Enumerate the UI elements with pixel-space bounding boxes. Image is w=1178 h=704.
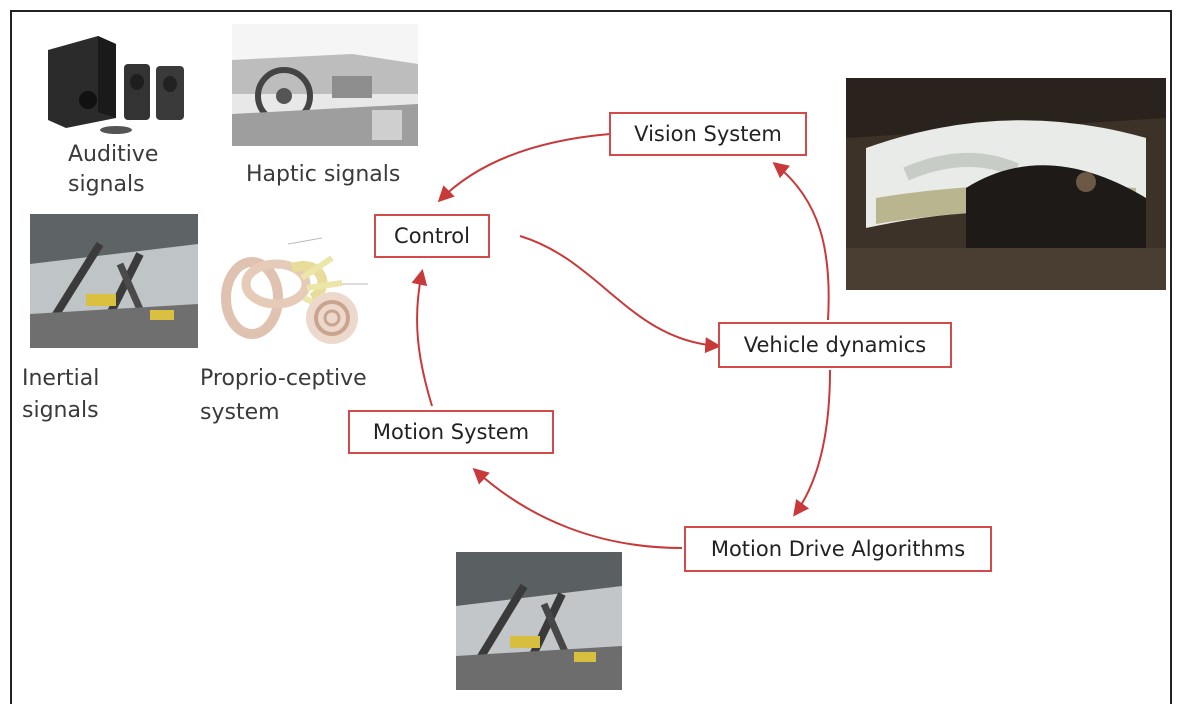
control-node: Control xyxy=(374,214,490,258)
arrow-motion-system-to-control xyxy=(411,268,433,407)
proprioceptive-caption-2: system xyxy=(200,400,280,425)
arrow-vehicle-to-motion-drive xyxy=(793,369,831,517)
haptic-caption: Haptic signals xyxy=(246,162,401,187)
proprioceptive-caption-1: Proprio-ceptive xyxy=(200,366,367,391)
inertial-caption-2: signals xyxy=(22,398,99,423)
inertial-caption-1: Inertial xyxy=(22,366,100,391)
arrow-vehicle-to-vision xyxy=(772,161,830,321)
inner-ear-illustration xyxy=(212,228,388,364)
motion-platform-bottom-photo xyxy=(456,552,622,690)
motion-system-node: Motion System xyxy=(348,410,554,454)
motion-drive-algorithms-node: Motion Drive Algorithms xyxy=(684,526,992,572)
motion-platform-photo xyxy=(30,214,198,348)
vehicle-dynamics-node: Vehicle dynamics xyxy=(718,322,952,368)
simulator-screen-photo xyxy=(846,78,1166,290)
arrow-motion-drive-to-motion-system xyxy=(472,467,683,549)
speakers-photo xyxy=(36,30,196,135)
auditive-caption-2: signals xyxy=(68,172,145,197)
arrow-control-to-vehicle xyxy=(519,235,722,354)
arrow-vision-to-control xyxy=(437,133,611,203)
car-interior-photo xyxy=(232,24,418,146)
auditive-caption-1: Auditive xyxy=(68,142,159,167)
vision-system-node: Vision System xyxy=(609,112,807,156)
